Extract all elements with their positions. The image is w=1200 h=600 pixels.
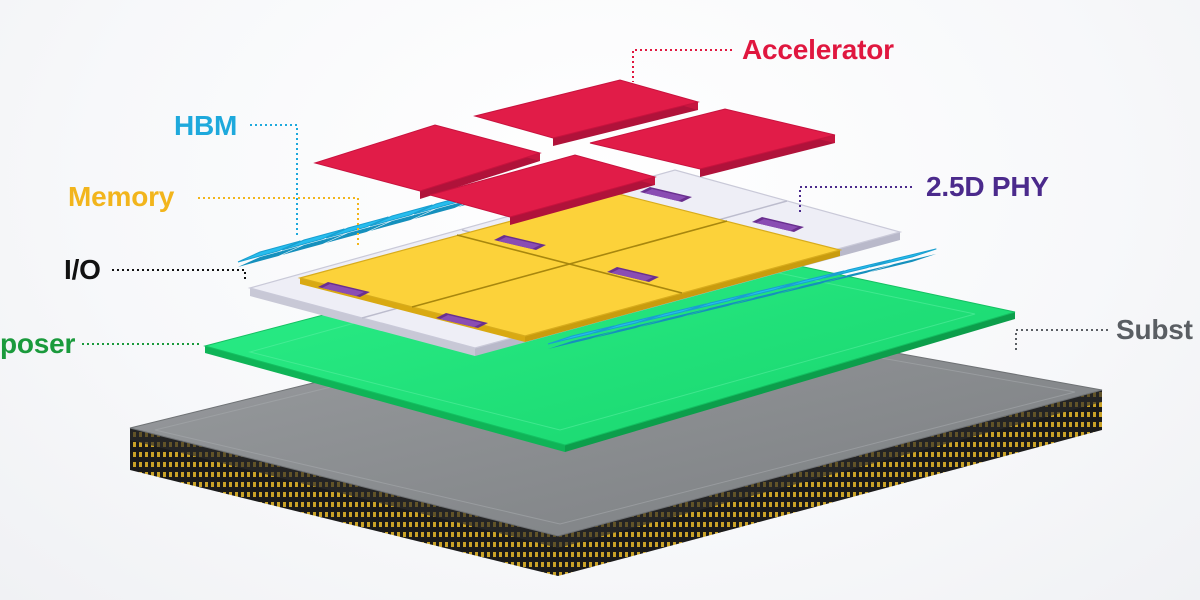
phy-pad-group — [318, 187, 804, 328]
memory-leader — [198, 197, 359, 248]
accelerator-label: Accelerator — [742, 34, 894, 65]
phy-pad-highlight — [756, 219, 798, 231]
hbm-tile — [281, 228, 345, 251]
accelerator-die-side — [700, 135, 835, 177]
hbm-tile-edge — [548, 330, 615, 349]
hbm-tile-edge — [640, 308, 707, 327]
hbm-tile-edge — [870, 253, 937, 272]
accelerator-die-side — [510, 177, 655, 225]
accelerator-layer — [313, 79, 836, 225]
accelerator-leader — [632, 49, 732, 82]
phy-pad-highlight — [322, 284, 364, 296]
memory-label: Memory — [68, 181, 175, 212]
phy-label: 2.5D PHY — [926, 171, 1049, 202]
memory-layer — [297, 192, 843, 342]
hbm-tile — [369, 204, 433, 227]
hbm-tile-edge — [824, 264, 891, 283]
hbm-label: HBM — [174, 110, 238, 141]
hbm-leader — [250, 124, 298, 235]
io-leader — [112, 269, 246, 282]
accelerator-die — [473, 79, 700, 139]
phy-pad-highlight — [440, 315, 482, 327]
accelerator-die — [428, 154, 657, 218]
hbm-tile-edge — [732, 286, 799, 305]
substrate-leader — [1015, 329, 1108, 352]
hbm-tile-edge — [594, 319, 661, 338]
accelerator-die-side — [420, 153, 540, 199]
interposer-label: poser — [0, 328, 76, 359]
hbm-tile — [237, 240, 301, 263]
hbm-tile-edge — [778, 275, 845, 294]
hbm-tile-edge — [370, 209, 433, 231]
hbm-tile — [325, 216, 389, 239]
hbm-tile-edge — [238, 245, 301, 267]
phy-pad-highlight — [644, 189, 686, 201]
phy-pad-highlight — [611, 269, 653, 281]
phy-leader — [799, 186, 912, 212]
hbm-tile-edge — [686, 297, 753, 316]
accelerator-die — [589, 108, 836, 170]
leader-lines — [82, 49, 1108, 352]
io-label: I/O — [64, 254, 101, 285]
io-plane-edge — [250, 288, 475, 356]
hbm-row-front — [547, 248, 937, 349]
accelerator-die — [313, 124, 542, 192]
hbm-tile-edge — [326, 221, 389, 243]
hbm-tile — [869, 248, 937, 268]
interposer-edge — [205, 346, 565, 452]
accelerator-die-side — [553, 102, 698, 146]
hbm-tile-edge — [282, 233, 345, 255]
substrate-label: Subst — [1116, 314, 1193, 345]
phy-pad-highlight — [498, 237, 540, 249]
